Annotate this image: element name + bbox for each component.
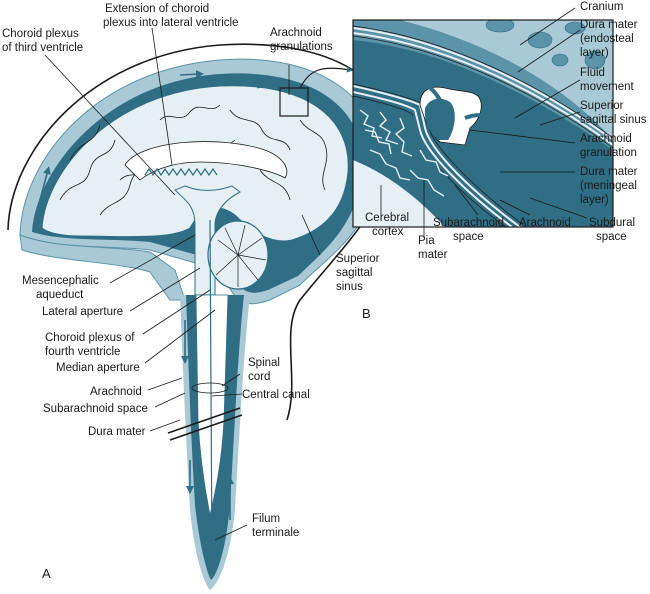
label-choroid-lateral-2: plexus into lateral ventricle bbox=[103, 17, 239, 29]
cerebrum bbox=[41, 85, 349, 242]
fluid-arrow-right bbox=[464, 109, 520, 128]
label-lateral-aperture: Lateral aperture bbox=[42, 306, 123, 318]
label-central-canal: Central canal bbox=[242, 389, 310, 401]
panel-a-leader-lines bbox=[44, 27, 321, 541]
panel-b-labels: Cranium Dura mater (endosteal layer) Flu… bbox=[362, 1, 647, 321]
label-subarachnoid-space: Subarachnoid space bbox=[43, 403, 148, 415]
label-superior-sagittal-sinus-1: Superior bbox=[336, 253, 380, 265]
label-arachnoid-granulations-1: Arachnoid bbox=[270, 27, 322, 39]
label-fluid-movement-1: Fluid bbox=[580, 67, 605, 79]
label-filum-terminale-1: Filum bbox=[252, 513, 280, 525]
label-dura-meningeal-1: Dura mater bbox=[580, 166, 638, 178]
label-pia-mater-2: mater bbox=[418, 249, 448, 261]
cranium-cells bbox=[485, 20, 606, 70]
label-superior-sagittal-sinus-2: sagittal bbox=[336, 267, 372, 279]
panel-label-a: A bbox=[42, 566, 51, 581]
label-dura-meningeal-2: (meningeal bbox=[580, 180, 637, 192]
panel-a-illustration bbox=[7, 43, 396, 590]
label-choroid-lateral-1: Extension of choroid bbox=[105, 3, 209, 15]
label-dura-endosteal-2: (endosteal bbox=[580, 33, 634, 45]
label-arachnoid-granulations-2: granulations bbox=[270, 41, 333, 53]
label-dura-mater: Dura mater bbox=[88, 426, 146, 438]
label-choroid-fourth-1: Choroid plexus of bbox=[45, 332, 135, 344]
cerebral-cortex-region bbox=[353, 160, 445, 227]
label-subarachnoid-space-b-2: space bbox=[453, 231, 484, 243]
label-arachnoid: Arachnoid bbox=[90, 386, 142, 398]
cranium-region bbox=[400, 20, 613, 140]
trabeculae bbox=[359, 109, 449, 197]
fluid-arrow-left bbox=[400, 70, 442, 102]
label-median-aperture: Median aperture bbox=[56, 362, 140, 374]
label-subarachnoid-space-b-1: Subarachnoid bbox=[433, 217, 504, 229]
brainstem bbox=[174, 185, 241, 296]
label-arachnoid-granulation-1: Arachnoid bbox=[580, 133, 632, 145]
label-dura-meningeal-3: layer) bbox=[580, 194, 609, 206]
zoom-connector-arrow bbox=[299, 66, 353, 89]
label-choroid-fourth-2: fourth ventricle bbox=[45, 346, 120, 358]
label-spinal-cord-2: cord bbox=[248, 371, 270, 383]
label-fluid-movement-2: movement bbox=[580, 81, 634, 93]
label-spinal-cord-1: Spinal bbox=[248, 357, 280, 369]
break-marks bbox=[167, 407, 243, 441]
label-arachnoid-granulation-2: granulation bbox=[580, 147, 637, 159]
label-choroid-third-1: Choroid plexus bbox=[2, 28, 79, 40]
central-canal bbox=[209, 219, 213, 561]
label-filum-terminale-2: terminale bbox=[252, 527, 299, 539]
label-cerebral-cortex-1: Cerebral bbox=[365, 212, 409, 224]
label-mesencephalic-aqueduct-1: Mesencephalic bbox=[22, 275, 99, 287]
label-dura-endosteal-1: Dura mater bbox=[580, 19, 638, 31]
panel-b-illustration bbox=[352, 19, 614, 228]
arachnoid-ring bbox=[191, 382, 229, 394]
panel-b-leader-lines bbox=[380, 7, 588, 238]
spinal-cord bbox=[195, 294, 229, 516]
flow-arrows bbox=[39, 70, 346, 520]
label-subdural-space-2: space bbox=[596, 231, 627, 243]
panel-b-frame bbox=[352, 19, 614, 228]
granulation-zoom-box bbox=[279, 87, 309, 117]
label-subdural-space-1: Subdural bbox=[589, 217, 635, 229]
label-mesencephalic-aqueduct-2: aqueduct bbox=[36, 289, 84, 301]
label-choroid-third-2: of third ventricle bbox=[2, 42, 83, 54]
label-dura-endosteal-3: layer) bbox=[580, 47, 609, 59]
choroid-plexus-lateral bbox=[144, 167, 218, 177]
dura-meningeal-layers bbox=[353, 85, 521, 227]
label-superior-sagittal-sinus-3: sinus bbox=[336, 281, 363, 293]
dura-endosteal-layers bbox=[353, 27, 613, 146]
panel-a-labels: Choroid plexus of third ventricle Extens… bbox=[2, 3, 380, 581]
label-cranium: Cranium bbox=[580, 1, 623, 13]
label-arachnoid-b: Arachnoid bbox=[519, 217, 571, 229]
label-superior-sagittal-sinus-b-1: Superior bbox=[580, 100, 624, 112]
lateral-ventricle bbox=[124, 141, 288, 181]
skull-base bbox=[19, 234, 186, 301]
panel-label-b: B bbox=[362, 306, 371, 321]
cerebellum bbox=[207, 220, 269, 290]
label-pia-mater-1: Pia bbox=[418, 235, 435, 247]
label-superior-sagittal-sinus-b-2: sagittal sinus bbox=[580, 114, 647, 126]
label-cerebral-cortex-2: cortex bbox=[372, 226, 404, 238]
